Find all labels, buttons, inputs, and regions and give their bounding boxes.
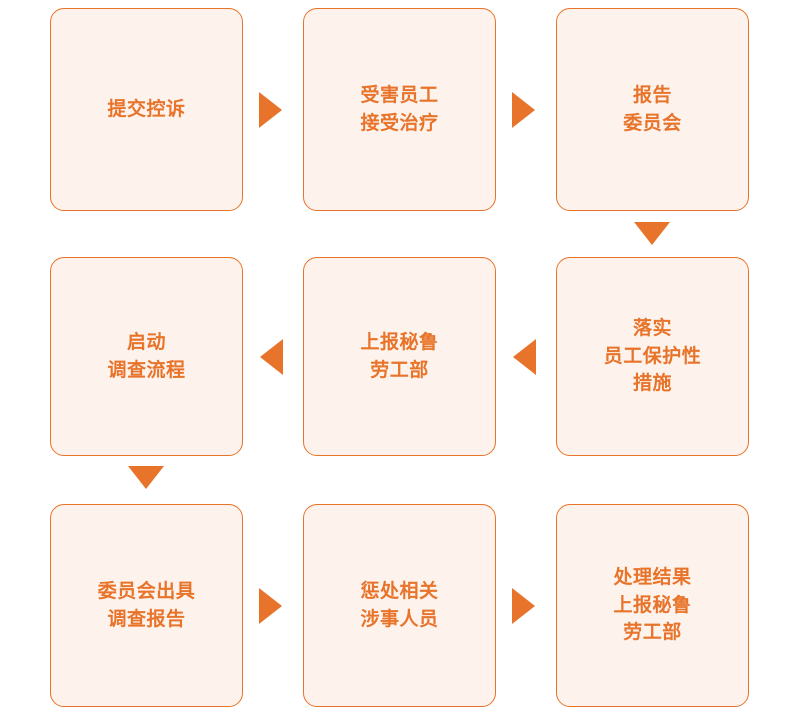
flow-node-victim-treatment[interactable]: 受害员工 接受治疗 xyxy=(303,8,496,211)
flow-node-label: 落实 员工保护性 措施 xyxy=(603,318,702,395)
flow-node-label: 上报秘鲁 劳工部 xyxy=(360,331,439,381)
flow-node-report-labor-ministry[interactable]: 上报秘鲁 劳工部 xyxy=(303,257,496,456)
arrow-right-icon xyxy=(259,92,282,128)
flow-node-start-investigation[interactable]: 启动 调查流程 xyxy=(50,257,243,456)
flow-node-result-to-ministry[interactable]: 处理结果 上报秘鲁 劳工部 xyxy=(556,504,749,707)
arrow-right-icon xyxy=(259,588,282,624)
arrow-right-icon xyxy=(512,588,535,624)
arrow-down-icon xyxy=(634,222,670,245)
flow-node-submit-complaint[interactable]: 提交控诉 xyxy=(50,8,243,211)
flow-node-label: 委员会出具 调查报告 xyxy=(97,580,196,630)
flow-node-committee-report[interactable]: 委员会出具 调查报告 xyxy=(50,504,243,707)
flow-node-label: 惩处相关 涉事人员 xyxy=(360,580,439,630)
flow-node-label: 处理结果 上报秘鲁 劳工部 xyxy=(613,567,692,644)
flow-node-protective-measures[interactable]: 落实 员工保护性 措施 xyxy=(556,257,749,456)
arrow-left-icon xyxy=(513,339,536,375)
flow-node-punish-personnel[interactable]: 惩处相关 涉事人员 xyxy=(303,504,496,707)
flow-node-report-committee[interactable]: 报告 委员会 xyxy=(556,8,749,211)
flow-node-label: 报告 委员会 xyxy=(623,84,682,134)
arrow-right-icon xyxy=(512,92,535,128)
flow-node-label: 受害员工 接受治疗 xyxy=(360,84,439,134)
arrow-down-icon xyxy=(128,466,164,489)
arrow-left-icon xyxy=(260,339,283,375)
flow-node-label: 启动 调查流程 xyxy=(107,331,186,381)
flow-node-label: 提交控诉 xyxy=(107,98,186,120)
